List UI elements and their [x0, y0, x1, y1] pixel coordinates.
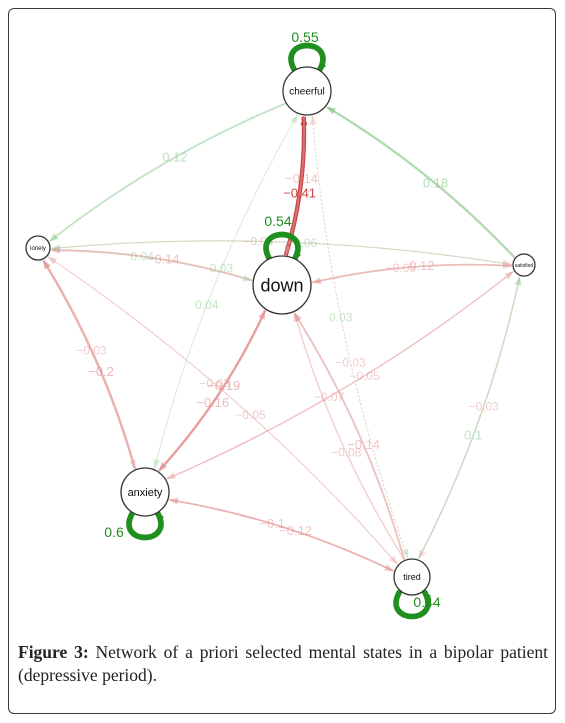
node-tired: tired — [393, 558, 431, 596]
edge-lonely-to-down — [50, 249, 253, 282]
edge-tired-to-down — [293, 312, 406, 560]
edge-satisfied-to-lonely — [51, 240, 513, 266]
edge-cheerful-to-lonely — [49, 102, 286, 242]
edge-weight-label: 0.04 — [131, 249, 155, 263]
self-loops-layer: 0.55 0.54 0.6 0.44 — [104, 29, 441, 620]
figure-frame — [8, 8, 556, 714]
edge-weight-label: 0.04 — [195, 298, 219, 312]
edge-anxiety-to-lonely — [42, 260, 137, 470]
edge-weight-label: −0.14 — [147, 252, 180, 267]
edge-down-to-anxiety — [158, 309, 267, 472]
edge-lonely-to-anxiety — [42, 259, 136, 470]
edge-weight-label: −0.1 — [259, 516, 285, 531]
edge-weight-label: −0.03 — [200, 377, 231, 391]
node-satisfied-label: satisfied — [515, 263, 534, 269]
edge-weight-label: −0.19 — [207, 378, 240, 393]
edge-weight-label: 0.18 — [423, 175, 448, 190]
edge-lonely-to-tired — [47, 256, 398, 565]
edge-weight-label: −0.05 — [386, 261, 417, 275]
self-loop-weight-label: 0.44 — [413, 594, 440, 610]
node-tired-label: tired — [403, 572, 421, 582]
edge-weight-label: −0.05 — [235, 408, 266, 422]
edge-weight-label: −0.41 — [283, 186, 316, 201]
edge-tired-to-lonely — [47, 256, 399, 565]
node-down: down — [252, 255, 312, 315]
edge-weight-label: −0.05 — [349, 369, 380, 383]
self-loop-weight-label: 0.55 — [291, 29, 318, 45]
node-lonely-circle — [25, 235, 51, 261]
self-loop-anxiety — [126, 510, 165, 541]
edge-cheerful-to-tired — [311, 115, 409, 559]
edge-weight-label: 0.1 — [464, 428, 482, 443]
node-anxiety-circle — [120, 467, 170, 517]
edge-anxiety-to-satisfied — [166, 271, 514, 480]
node-lonely-label: lonely — [30, 246, 46, 252]
node-tired-circle — [393, 558, 431, 596]
edge-weight-label: 0.12 — [409, 258, 434, 273]
self-loop-weight-label: 0.54 — [264, 213, 291, 229]
caption-label: Figure 3: — [18, 642, 89, 662]
edge-down-to-satisfied — [311, 262, 512, 284]
edge-satisfied-to-anxiety — [166, 270, 515, 480]
edge-satisfied-to-tired — [418, 276, 521, 559]
edge-satisfied-to-down — [312, 263, 513, 285]
edge-weight-label: −0.16 — [196, 395, 229, 410]
edges-layer — [42, 102, 522, 572]
edge-weight-label: −0.07 — [314, 390, 345, 404]
edge-weight-label: −0.03 — [469, 400, 500, 414]
node-cheerful-label: cheerful — [289, 87, 325, 98]
edge-anxiety-to-tired — [168, 498, 394, 572]
node-anxiety-label: anxiety — [128, 487, 163, 499]
edge-weight-label: 0.12 — [162, 149, 187, 164]
node-cheerful-circle — [282, 66, 332, 116]
node-satisfied: satisfied — [512, 253, 536, 277]
node-satisfied-circle — [512, 253, 536, 277]
edge-weight-label: −0.12 — [279, 523, 312, 538]
edge-weight-label: 0.03 — [210, 262, 234, 276]
edge-weight-label: −0.03 — [76, 344, 107, 358]
edge-weight-label: −0.2 — [88, 364, 114, 379]
edge-weight-label: −0.14 — [285, 171, 318, 186]
edge-tired-to-cheerful — [309, 115, 409, 559]
figure-caption: Figure 3: Network of a priori selected m… — [18, 641, 548, 687]
node-anxiety: anxiety — [120, 467, 170, 517]
edge-tired-to-down — [293, 312, 405, 560]
self-loop-tired — [393, 589, 432, 620]
edge-down-to-lonely — [50, 246, 253, 282]
self-loop-cheerful — [288, 42, 327, 73]
edge-weight-label: −0.08 — [331, 446, 362, 460]
node-down-circle — [252, 255, 312, 315]
self-loop-down — [263, 231, 302, 262]
edge-weight-label: −0.03 — [335, 356, 366, 370]
edge-weight-label: 0.03 — [329, 311, 353, 325]
nodes-layer: cheerful satisfied lonely down anxiety tired — [25, 66, 536, 596]
node-lonely: lonely — [25, 235, 51, 261]
node-down-label: down — [260, 275, 303, 295]
edge-weight-label: −0.14 — [347, 437, 380, 452]
node-cheerful: cheerful — [282, 66, 332, 116]
edge-tired-to-anxiety — [168, 497, 395, 572]
caption-text: Network of a priori selected mental stat… — [18, 642, 548, 685]
edge-tired-to-satisfied — [417, 276, 522, 560]
edge-satisfied-to-cheerful — [326, 106, 516, 259]
self-loop-weight-label: 0.6 — [104, 524, 124, 540]
